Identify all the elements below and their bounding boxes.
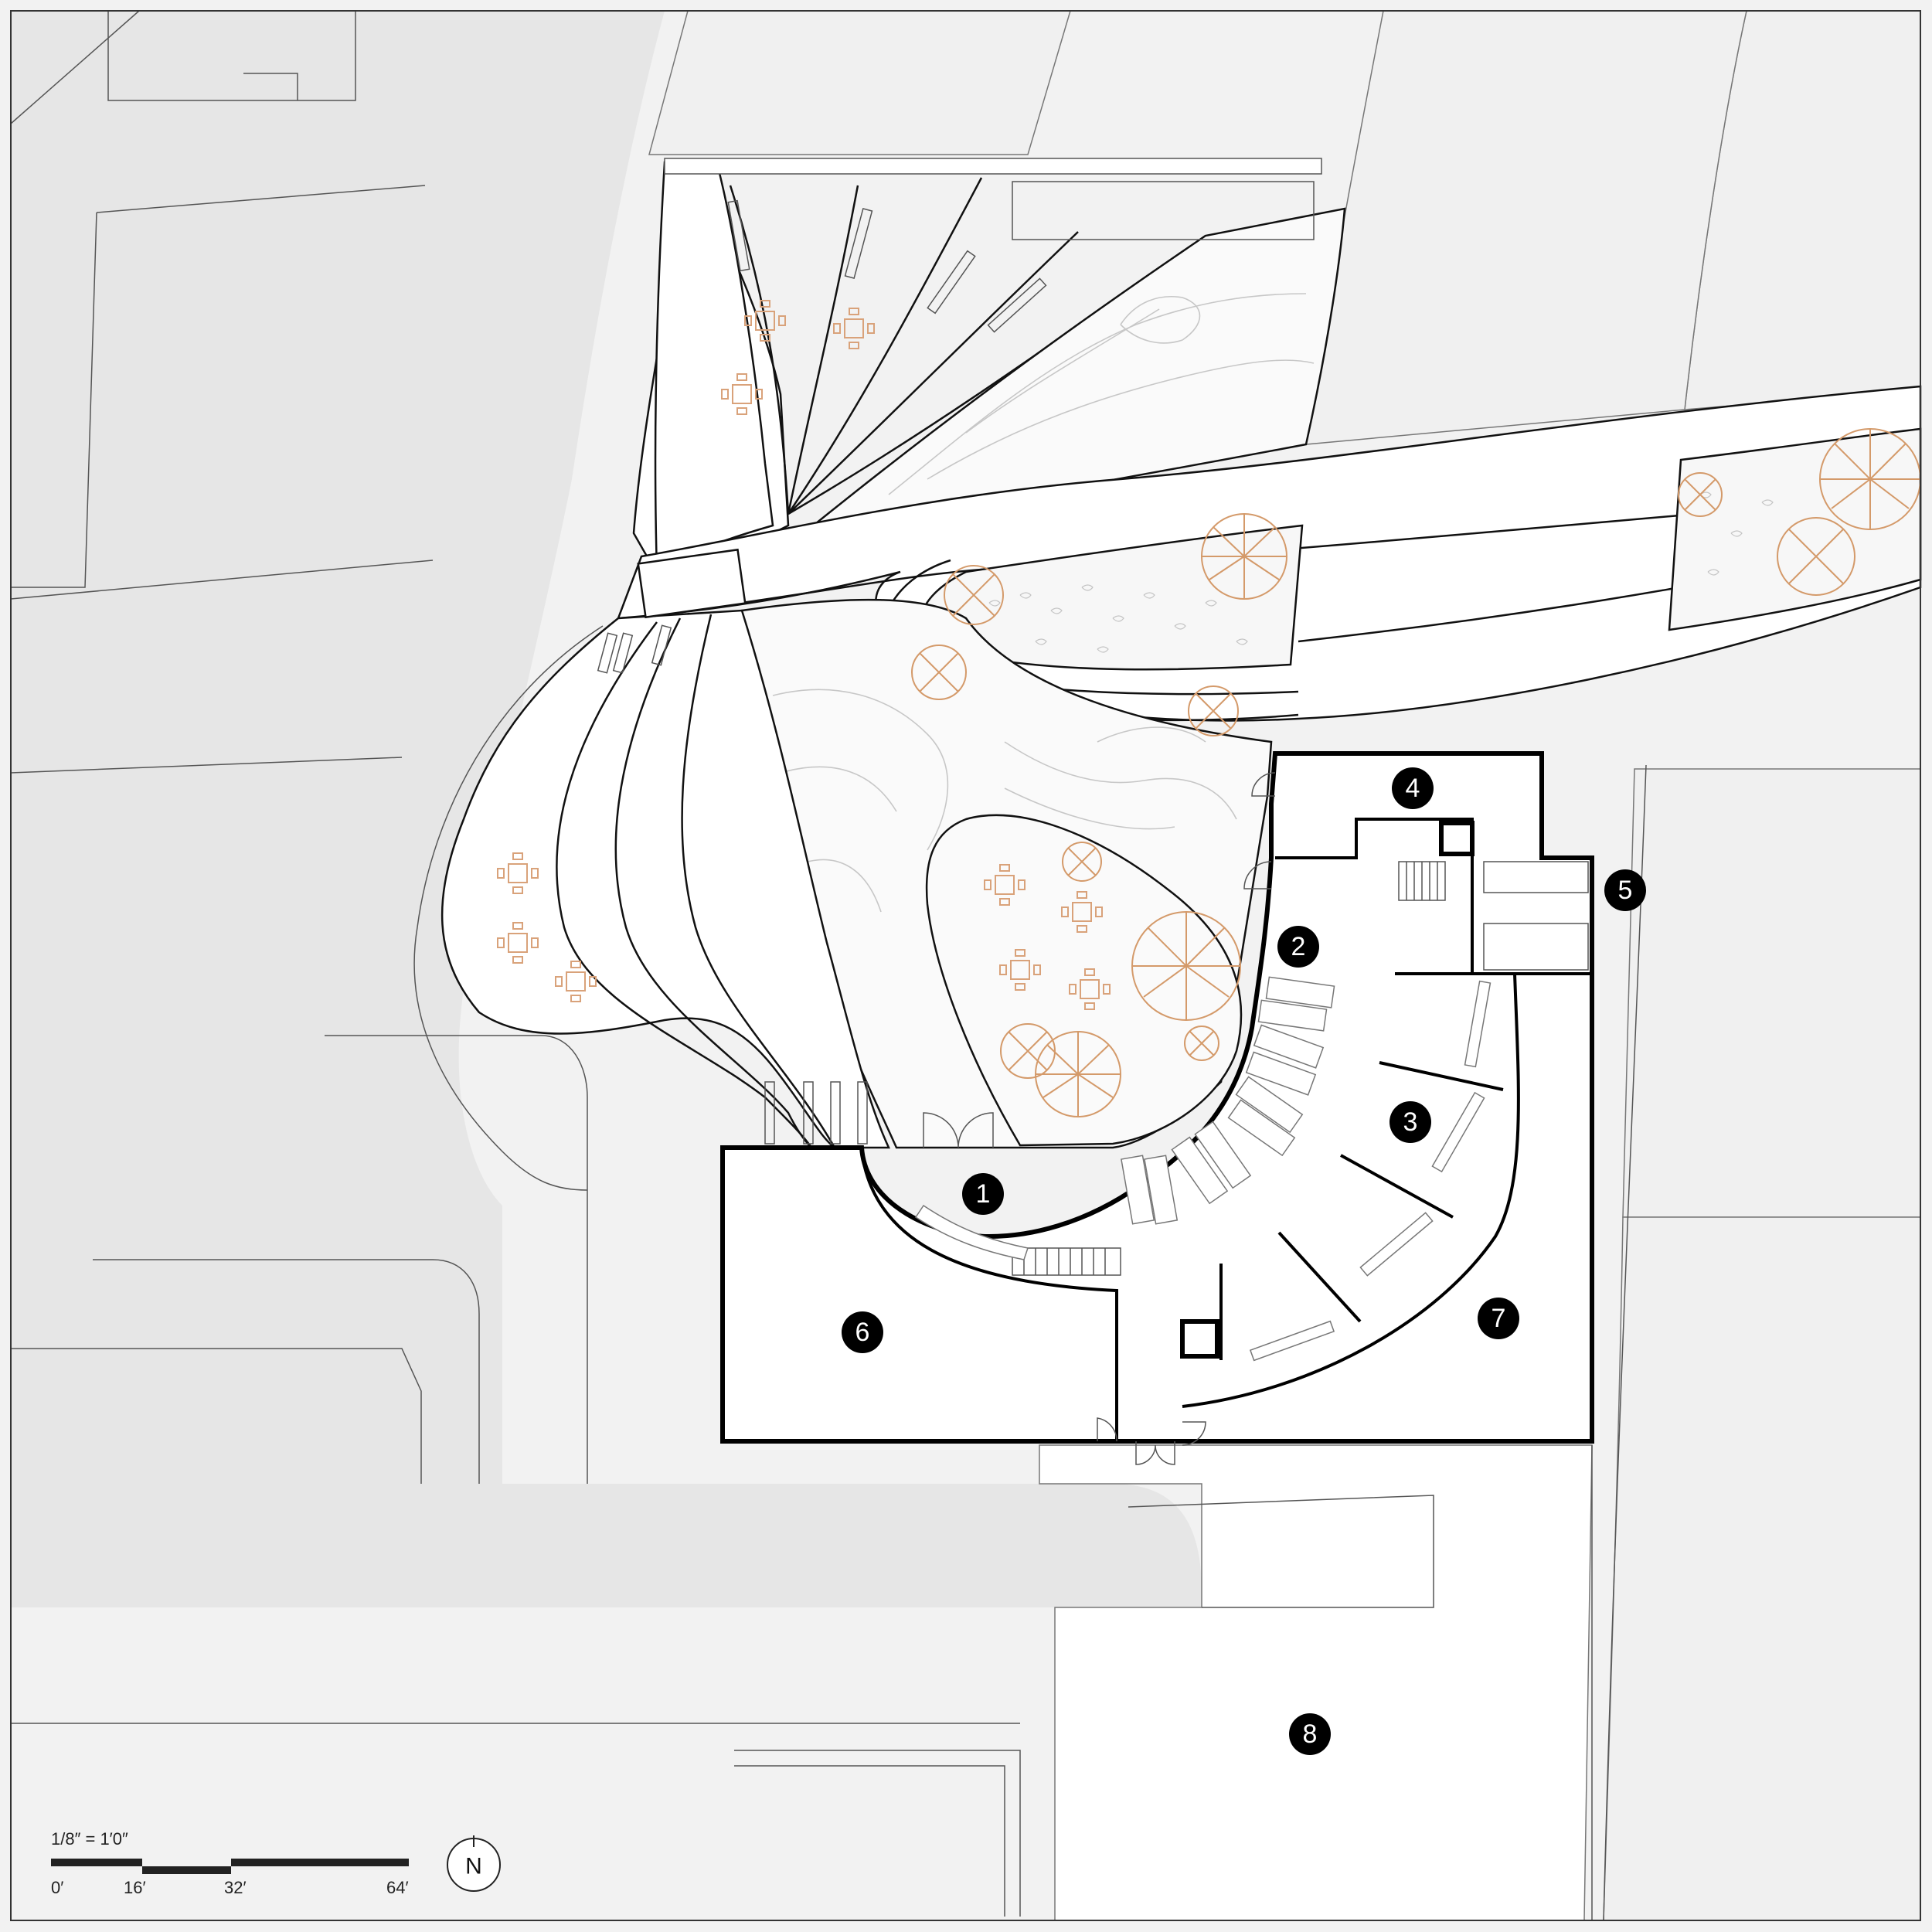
room-marker-4: 4 — [1392, 767, 1434, 809]
building — [720, 751, 1594, 1465]
restroom-room-1 — [1483, 861, 1589, 893]
stair-north — [1398, 861, 1446, 901]
curved-interior-wall — [860, 1151, 1118, 1441]
concrete-walkway-south — [11, 1484, 1202, 1859]
room-marker-6-label: 6 — [855, 1318, 870, 1347]
elevator-north — [1439, 821, 1475, 856]
path-benches — [597, 199, 1047, 1145]
trees — [911, 428, 1921, 1117]
concrete-walkway-west — [11, 11, 665, 1484]
cafe-tables — [497, 300, 1111, 1010]
room-marker-8-label: 8 — [1303, 1719, 1318, 1749]
partition-1 — [1379, 1061, 1504, 1091]
lobby-seating — [914, 976, 1335, 1260]
elevator-south — [1180, 1319, 1219, 1359]
south-parking — [1039, 1444, 1593, 1921]
north-building-edge — [1012, 181, 1315, 240]
gravel-texture — [988, 492, 1774, 653]
partition-2 — [1340, 1154, 1454, 1219]
room-marker-1-label: 1 — [976, 1179, 991, 1209]
room-marker-5-label: 5 — [1618, 876, 1633, 905]
curved-exhibit-wall — [1182, 973, 1520, 1408]
room-marker-3: 3 — [1389, 1101, 1431, 1143]
stair-west — [1012, 1247, 1121, 1276]
east-road-edge — [1603, 764, 1647, 1921]
west-lot-lines — [10, 10, 1021, 1917]
room-marker-7: 7 — [1478, 1298, 1519, 1339]
room-marker-2: 2 — [1277, 926, 1319, 968]
scale-tick-0: 0′ — [51, 1878, 63, 1897]
restroom-block — [1395, 858, 1592, 975]
room-marker-5: 5 — [1604, 869, 1646, 911]
north-building — [664, 158, 1322, 175]
scale-tick-64: 64′ — [386, 1878, 409, 1897]
central-topo-contours — [772, 689, 1237, 913]
north-arrow: N — [447, 1835, 501, 1892]
west-fan-terrace — [440, 609, 890, 1149]
scale-bar: 1/8″ = 1′0″ 0′ 16′ 32′ 64′ — [51, 1829, 409, 1897]
exhibit-displays — [1249, 980, 1492, 1362]
fan-strip-5 — [787, 231, 1079, 515]
scale-tick-32: 32′ — [224, 1878, 247, 1897]
west-fan-line-2 — [614, 617, 812, 1148]
restroom-room-2 — [1483, 923, 1589, 971]
fan-strip-3 — [787, 185, 859, 515]
east-lot — [1622, 768, 1921, 1218]
room-marker-8: 8 — [1289, 1713, 1331, 1755]
doors — [923, 772, 1276, 1465]
drawing-frame — [10, 10, 1921, 1921]
north-topo-contours — [888, 293, 1315, 495]
room-marker-6: 6 — [842, 1311, 883, 1353]
west-fan-line-3 — [681, 614, 836, 1148]
north-arrow-label: N — [465, 1854, 482, 1879]
fan-strip-2 — [729, 185, 790, 515]
north-lot-left — [648, 10, 1072, 155]
room-marker-1: 1 — [962, 1173, 1004, 1215]
scale-tick-16: 16′ — [124, 1878, 146, 1897]
room-marker-3-label: 3 — [1403, 1107, 1418, 1137]
east-lot-southern — [1603, 1216, 1921, 1921]
north-lot-middle — [1305, 10, 1747, 445]
west-fan-outer-edge — [413, 625, 604, 1191]
room-marker-7-label: 7 — [1492, 1304, 1506, 1333]
fan-strip-4 — [787, 177, 983, 515]
parking-inset — [1128, 1495, 1434, 1608]
room-marker-2-label: 2 — [1291, 932, 1306, 961]
partition-3 — [1277, 1231, 1362, 1323]
room-marker-4-label: 4 — [1406, 774, 1420, 803]
scale-ratio: 1/8″ = 1′0″ — [51, 1829, 128, 1849]
